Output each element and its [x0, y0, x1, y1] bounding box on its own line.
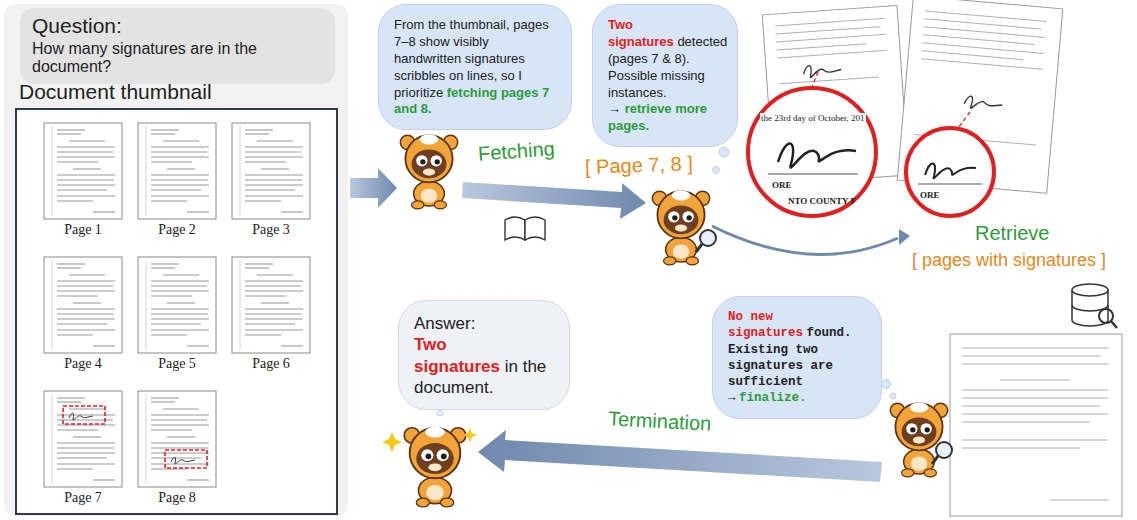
page-thumbnail: Page 5	[137, 256, 217, 372]
node-text: Page 4	[43, 356, 123, 372]
retrieve-arrow-head	[899, 229, 910, 245]
thought-bubble: From the thumbnail, pages 7–8 show visib…	[378, 4, 572, 130]
node-text: Page 7	[43, 490, 123, 506]
zoom-circles	[748, 88, 994, 216]
question-box: Question:How many signatures are in the …	[20, 8, 335, 84]
agent-robot	[400, 134, 457, 209]
node-text: Page 5	[137, 356, 217, 372]
page-thumbnail: Page 3	[231, 122, 311, 238]
scan-text: ORE	[772, 180, 792, 190]
page-image	[43, 390, 123, 488]
page-image	[43, 122, 123, 220]
fetch-arrow	[462, 182, 646, 219]
highlight-box	[63, 406, 105, 424]
page-image	[137, 122, 217, 220]
page-image	[137, 390, 217, 488]
thought-bubble: No new signaturesfound. Existing two sig…	[712, 296, 882, 419]
page-image	[231, 256, 311, 354]
database-icon	[1072, 284, 1117, 328]
scan-text: the 23rd day of October, 201	[760, 113, 866, 123]
termination-arrow	[478, 430, 882, 482]
node-text: Answer:	[414, 313, 554, 334]
node-text: Two signatures	[608, 17, 674, 49]
node-text: No new signatures	[728, 310, 803, 340]
page-thumbnail: Page 6	[231, 256, 311, 372]
node-text: How many signatures are in the document?	[32, 40, 323, 76]
node-text: Page 3	[231, 222, 311, 238]
node-text: retrieve more pages.	[608, 101, 707, 133]
node-text: Two signatures	[414, 335, 500, 375]
scan-text: NTO COUNTY F	[788, 196, 856, 206]
sparkles	[382, 428, 477, 452]
page-thumbnail: Page 1	[43, 122, 123, 238]
page-image	[137, 256, 217, 354]
page-image	[43, 256, 123, 354]
step-argument: [ Page 7, 8 ]	[585, 152, 694, 179]
highlight-box	[165, 450, 207, 468]
step-label: Retrieve	[975, 222, 1049, 245]
page-image	[231, 122, 311, 220]
node-text: Page 8	[137, 490, 217, 506]
agent-robot	[890, 402, 947, 477]
node-text: Page 6	[231, 356, 311, 372]
agent-robot	[652, 190, 709, 265]
answer-bubble: Answer:Two signaturesin the document.	[398, 300, 570, 410]
scan-text: ORE	[920, 190, 940, 200]
agent-robot	[404, 427, 466, 507]
step-argument: [ pages with signatures ]	[912, 250, 1106, 271]
page-thumbnail: Page 8	[137, 390, 217, 506]
page-thumbnail: Page 7	[43, 390, 123, 506]
thumbnail-panel: Document thumbnailPage 1 Page 2 Page 3 Page…	[15, 78, 338, 515]
thought-bubble: Two signaturesdetected (pages 7 & 8). Po…	[592, 4, 738, 147]
step-label: Fetching	[477, 137, 555, 165]
flow-arrow	[350, 168, 397, 208]
magnifier	[696, 230, 716, 252]
book-icon	[505, 217, 545, 240]
node-text: Document thumbnail	[15, 78, 338, 106]
node-text: Question:	[32, 14, 323, 38]
node-text: finalize.	[739, 391, 807, 405]
left-panel	[4, 4, 348, 516]
node-text: Page 1	[43, 222, 123, 238]
retrieved-page	[950, 334, 1122, 516]
node-text: Page 2	[137, 222, 217, 238]
step-label: Termination	[607, 407, 711, 435]
page-thumbnail: Page 4	[43, 256, 123, 372]
magnifier	[932, 442, 952, 464]
page-thumbnail: Page 2	[137, 122, 217, 238]
